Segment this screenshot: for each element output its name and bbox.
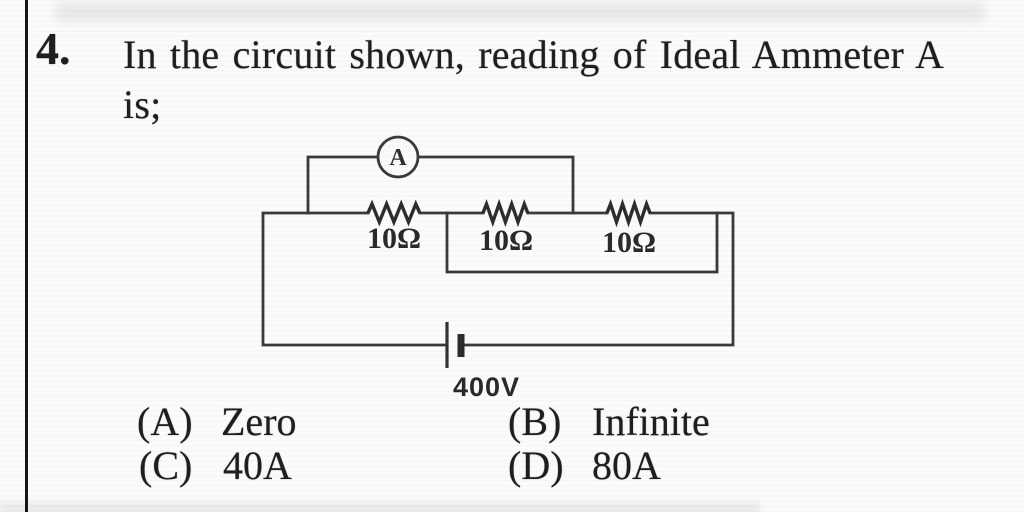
circuit-wires bbox=[261, 211, 735, 347]
option-d-label: (D) bbox=[508, 443, 564, 488]
battery-voltage-label: 400V bbox=[453, 372, 520, 402]
ammeter-label: A bbox=[389, 145, 407, 171]
question-text: In the circuit shown, reading of Ideal A… bbox=[123, 30, 944, 130]
option-d: (D) 80A bbox=[508, 446, 661, 486]
resistor-2 bbox=[481, 198, 530, 228]
ammeter-symbol bbox=[376, 135, 420, 179]
option-c: (C) 40A bbox=[139, 446, 292, 486]
option-b: (B) Infinite bbox=[508, 402, 710, 442]
option-a-text: Zero bbox=[221, 399, 297, 444]
option-b-text: Infinite bbox=[592, 399, 710, 444]
resistor-3 bbox=[605, 198, 652, 228]
resistor-2-label: 10Ω bbox=[479, 224, 533, 257]
page-margin-line bbox=[25, 0, 28, 512]
resistor-1 bbox=[366, 199, 422, 227]
option-b-label: (B) bbox=[508, 399, 562, 444]
question-line-1: In the circuit shown, reading of Ideal A… bbox=[123, 32, 945, 77]
option-c-text: 40A bbox=[223, 443, 292, 488]
ammeter-branch-wire bbox=[306, 155, 575, 215]
scan-artifact-top bbox=[55, 4, 985, 21]
question-number: 4. bbox=[36, 23, 71, 74]
option-a: (A) Zero bbox=[137, 402, 297, 442]
resistor-1-label: 10Ω bbox=[367, 222, 421, 255]
option-d-text: 80A bbox=[592, 443, 661, 488]
question-line-2: is; bbox=[123, 82, 162, 127]
option-a-label: (A) bbox=[137, 399, 193, 444]
option-c-label: (C) bbox=[139, 443, 193, 488]
scan-artifact-bottom bbox=[0, 504, 760, 512]
resistor-3-label: 10Ω bbox=[602, 226, 656, 259]
bypass-loop-wire bbox=[445, 211, 719, 274]
